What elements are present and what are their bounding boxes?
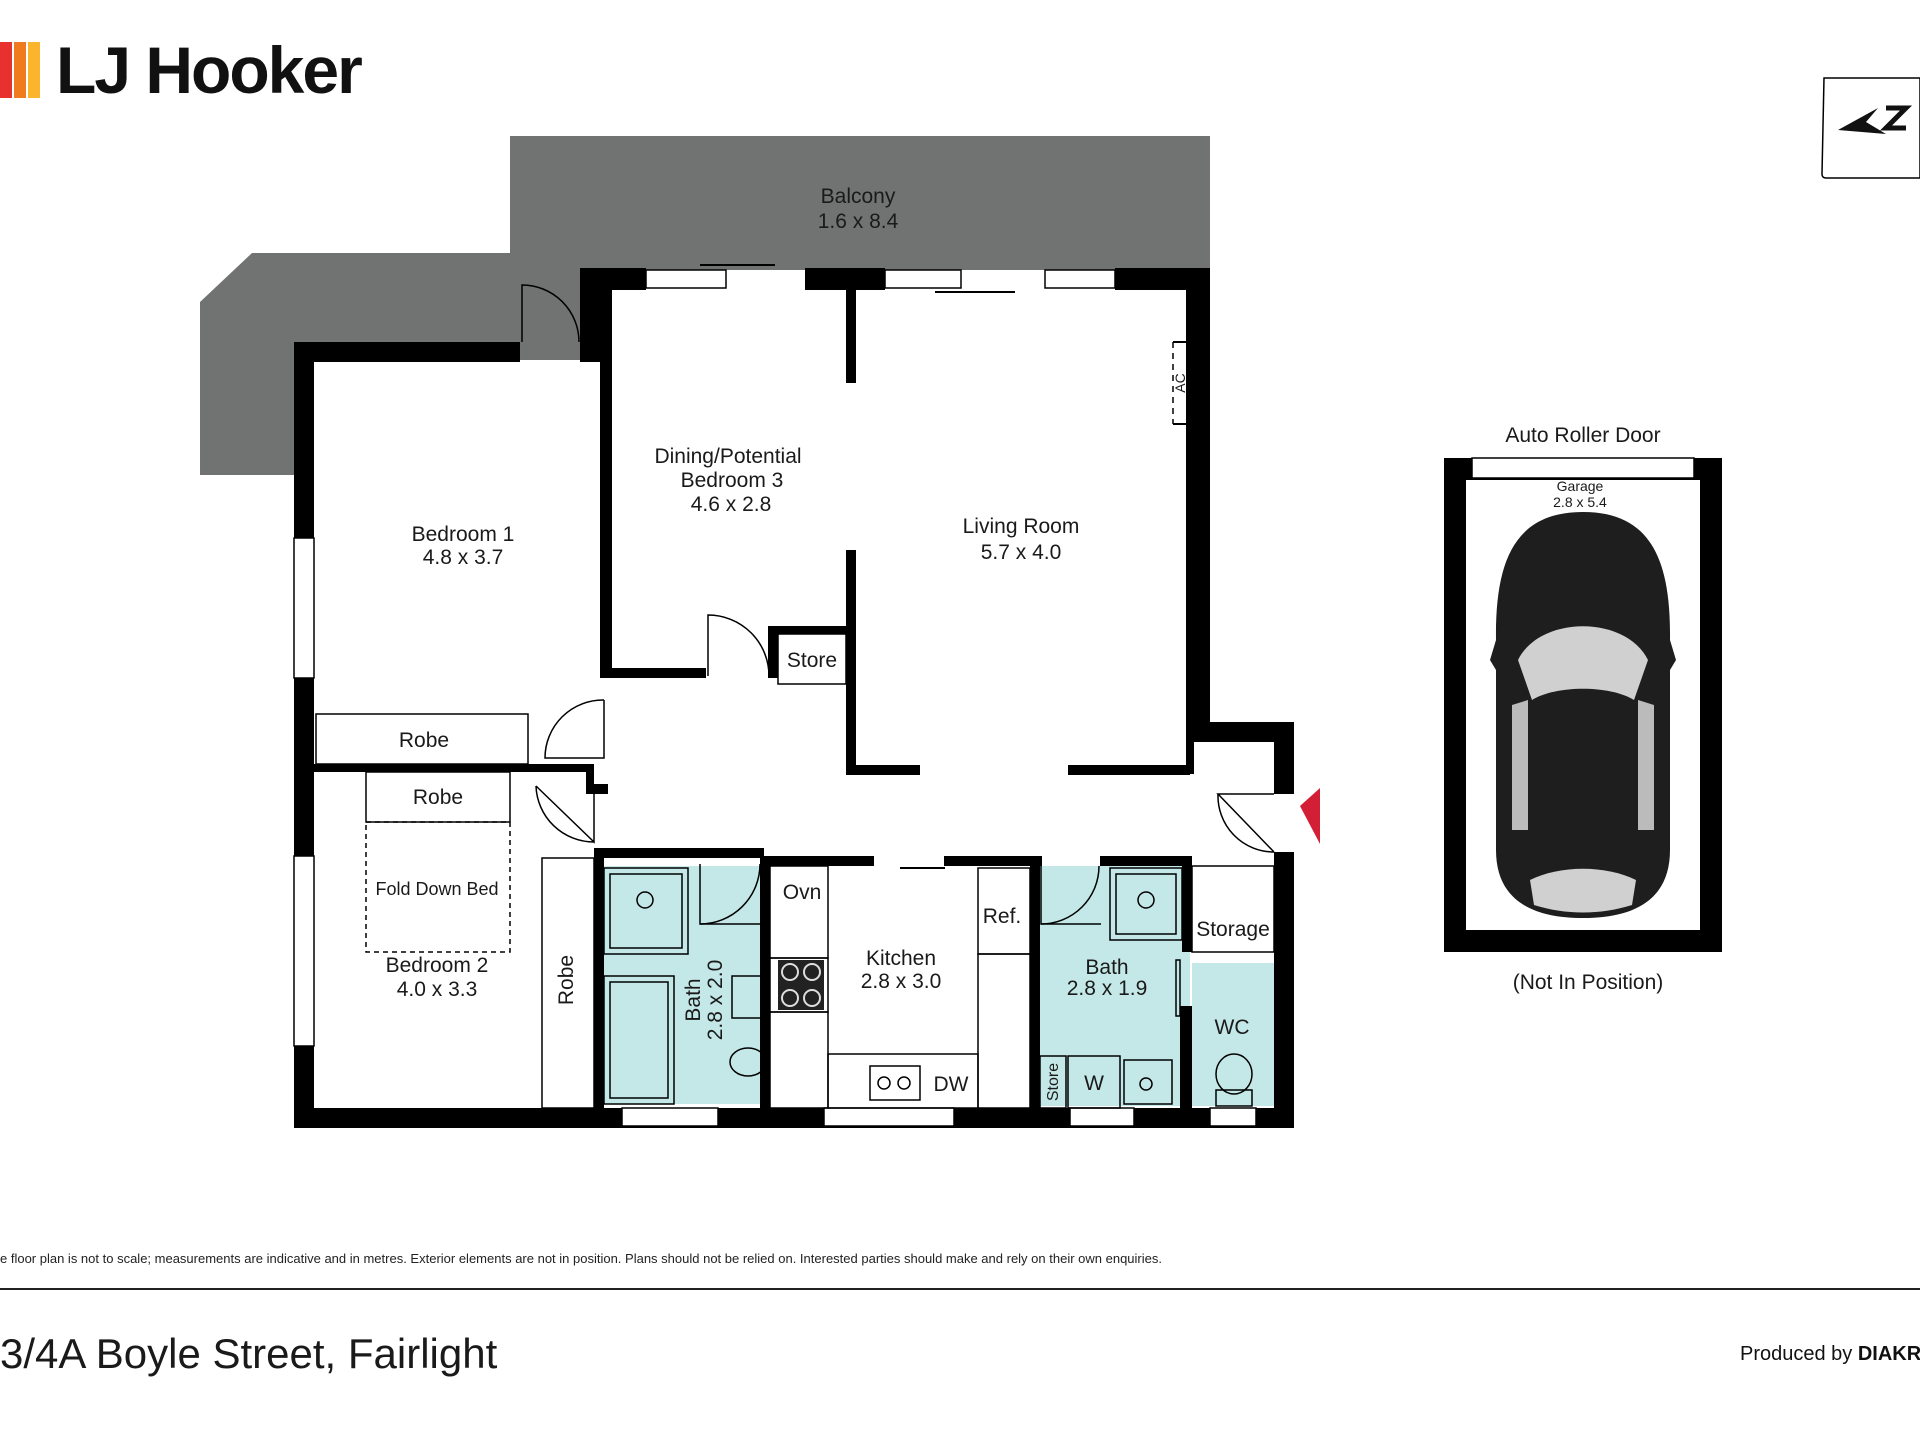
bath1-fittings (603, 867, 767, 1105)
store-cupboard (777, 633, 847, 685)
balcony-area (200, 136, 1210, 475)
auto-roller-door-label: Auto Roller Door (1505, 424, 1660, 447)
bath2-name: Bath (1085, 956, 1128, 979)
north-arrow-icon (1821, 77, 1920, 179)
room-labels: Balcony 1.6 x 8.4 Bedroom 1 4.8 x 3.7 Di… (375, 185, 1663, 1101)
brand-bar-orange (14, 42, 26, 98)
bath1-size: 2.8 x 2.0 (704, 960, 727, 1041)
garage-name: Garage (1557, 478, 1604, 494)
balcony-size: 1.6 x 8.4 (818, 210, 899, 233)
wc-label: WC (1215, 1016, 1250, 1039)
robe-upper (315, 713, 529, 765)
robe-vertical-label: Robe (555, 955, 578, 1005)
robe-vertical (541, 857, 595, 1109)
bath2-size: 2.8 x 1.9 (1067, 977, 1148, 1000)
dining-size: 4.6 x 2.8 (691, 493, 772, 516)
living-size: 5.7 x 4.0 (981, 541, 1062, 564)
oven-label: Ovn (783, 881, 822, 904)
bath1-floor (602, 866, 770, 1104)
kitchen-name: Kitchen (866, 947, 936, 970)
storage-label: Storage (1196, 918, 1270, 941)
fridge-label: Ref. (983, 905, 1022, 928)
garage-size: 2.8 x 5.4 (1553, 494, 1607, 510)
windows (293, 269, 1257, 1127)
bedroom2-name: Bedroom 2 (386, 954, 489, 977)
disclaimer-text: e floor plan is not to scale; measuremen… (0, 1251, 1162, 1266)
not-in-position-label: (Not In Position) (1513, 971, 1664, 994)
bedroom1-name: Bedroom 1 (412, 523, 515, 546)
robe-upper-label: Robe (399, 729, 449, 752)
washer-label: W (1084, 1072, 1104, 1095)
doors (521, 284, 1275, 925)
brand-bar-red (0, 42, 12, 98)
air-conditioner (1172, 341, 1186, 425)
dining-name-2: Bedroom 3 (681, 469, 784, 492)
brand-bar-yellow (28, 42, 40, 98)
brand-logo: LJ Hooker (0, 30, 363, 110)
wc-floor (1192, 963, 1275, 1106)
brand-bars-icon (0, 42, 42, 98)
produced-by: Produced by DIAKRI (1740, 1343, 1920, 1366)
fold-down-bed-label: Fold Down Bed (375, 879, 498, 899)
produced-brand: DIAKRI (1857, 1343, 1920, 1365)
bath1-name: Bath (682, 978, 705, 1021)
balcony-name: Balcony (821, 185, 896, 208)
ac-label: AC (1172, 373, 1188, 392)
living-name: Living Room (963, 515, 1080, 538)
bedroom1-size: 4.8 x 3.7 (423, 546, 504, 569)
footer-divider (0, 1288, 1920, 1290)
produced-prefix: Produced by (1740, 1343, 1858, 1365)
fold-down-bed (365, 821, 511, 953)
bath2-floor (1040, 866, 1190, 1106)
entry-arrow-icon (1300, 788, 1320, 844)
store-label: Store (787, 649, 837, 672)
bath2-fittings (1039, 865, 1275, 1109)
kitchen-size: 2.8 x 3.0 (861, 970, 942, 993)
kitchen-fittings (769, 865, 1031, 1109)
store-vertical-label: Store (1045, 1063, 1062, 1101)
dining-name: Dining/Potential (654, 445, 801, 468)
car-icon (1490, 512, 1676, 918)
property-address: 3/4A Boyle Street, Fairlight (0, 1330, 498, 1377)
dishwasher-label: DW (934, 1073, 969, 1096)
brand-name: LJ Hooker (56, 33, 363, 107)
bedroom2-size: 4.0 x 3.3 (397, 978, 478, 1001)
robe-lower-label: Robe (413, 786, 463, 809)
